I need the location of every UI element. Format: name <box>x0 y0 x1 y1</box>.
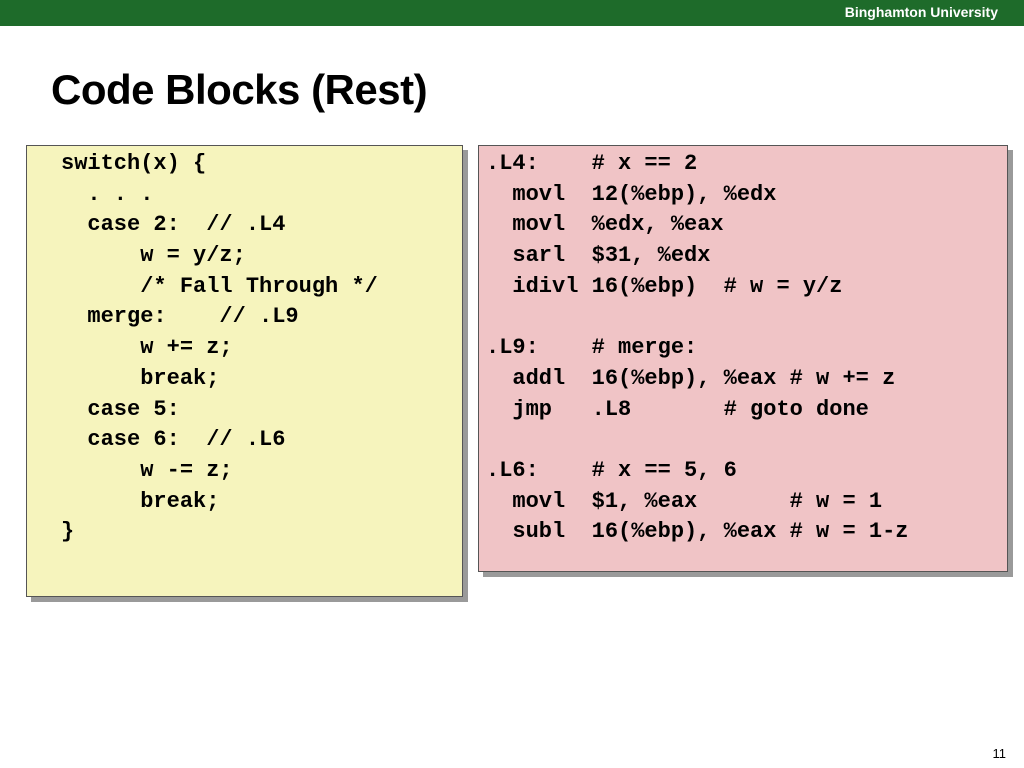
asm-code-line: .L9: # merge: <box>486 335 698 361</box>
c-code-line: case 5: <box>61 396 180 422</box>
c-code-line: merge: // .L9 <box>61 304 299 330</box>
asm-code-line <box>486 425 908 456</box>
asm-code-line <box>486 302 908 333</box>
c-code-line: w -= z; <box>61 457 233 483</box>
c-code-line: case 6: // .L6 <box>61 427 286 453</box>
asm-code-line: addl 16(%ebp), %eax # w += z <box>486 365 896 391</box>
c-code-block: switch(x) { . . . case 2: // .L4 w = y/z… <box>61 149 378 548</box>
asm-code-line: sarl $31, %edx <box>486 243 711 269</box>
c-code-line: . . . <box>61 181 154 207</box>
page-number: 11 <box>992 746 1007 761</box>
c-code-line: } <box>61 519 75 545</box>
top-bar: Binghamton University <box>0 0 1024 26</box>
c-code-box: switch(x) { . . . case 2: // .L4 w = y/z… <box>26 145 463 597</box>
asm-code-line: movl 12(%ebp), %edx <box>486 181 777 207</box>
asm-code-line: movl $1, %eax # w = 1 <box>486 488 883 514</box>
asm-code-line: .L6: # x == 5, 6 <box>486 457 737 483</box>
asm-code-line: .L4: # x == 2 <box>486 151 698 176</box>
c-code-line: case 2: // .L4 <box>61 212 286 238</box>
c-code-line: w = y/z; <box>61 243 246 269</box>
asm-code-line: idivl 16(%ebp) # w = y/z <box>486 273 843 299</box>
university-label: Binghamton University <box>844 4 998 20</box>
c-code-line: w += z; <box>61 335 233 361</box>
c-code-line: /* Fall Through */ <box>61 273 378 299</box>
c-code-line: break; <box>61 488 220 514</box>
asm-code-line: subl 16(%ebp), %eax # w = 1-z <box>486 519 909 545</box>
c-code-line: break; <box>61 365 220 391</box>
asm-code-line: jmp .L8 # goto done <box>486 396 869 422</box>
c-code-line: switch(x) { <box>61 151 207 176</box>
slide-title: Code Blocks (Rest) <box>51 66 428 113</box>
asm-code-box: .L4: # x == 2 movl 12(%ebp), %edx movl %… <box>478 145 1008 572</box>
asm-code-line: movl %edx, %eax <box>486 212 724 238</box>
asm-code-block: .L4: # x == 2 movl 12(%ebp), %edx movl %… <box>486 149 908 548</box>
